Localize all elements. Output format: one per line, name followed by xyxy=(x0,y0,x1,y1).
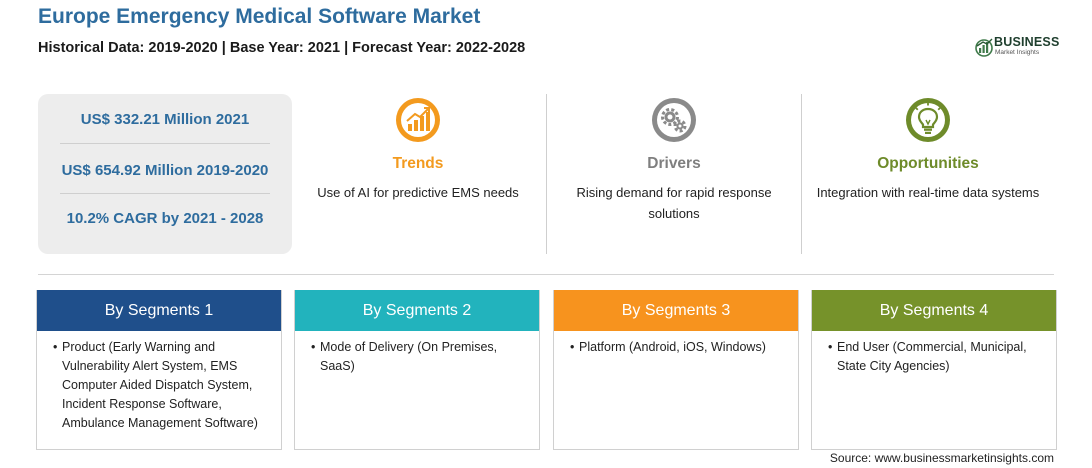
segment-card-1: By Segments 1 Product (Early Warning and… xyxy=(36,290,282,450)
column-divider xyxy=(546,94,547,254)
segment-3-item: Platform (Android, iOS, Windows) xyxy=(570,338,782,357)
segment-2-item: Mode of Delivery (On Premises, SaaS) xyxy=(311,338,523,376)
trend-chart-icon xyxy=(396,98,440,142)
lightbulb-icon xyxy=(906,98,950,142)
market-value-historical: US$ 654.92 Million 2019-2020 xyxy=(61,162,269,179)
divider xyxy=(60,143,270,144)
opportunities-label: Opportunities xyxy=(877,155,979,172)
column-divider xyxy=(801,94,802,254)
logo-tagline: Market Insights xyxy=(995,49,1040,56)
segment-card-4: By Segments 4 End User (Commercial, Muni… xyxy=(811,290,1057,450)
globe-chart-icon xyxy=(975,38,993,57)
section-divider xyxy=(38,274,1054,275)
segment-3-header: By Segments 3 xyxy=(554,290,798,331)
source-note: Source: www.businessmarketinsights.com xyxy=(829,451,1054,465)
drivers-description: Rising demand for rapid response solutio… xyxy=(576,185,772,221)
page-title: Europe Emergency Medical Software Market xyxy=(38,5,481,28)
divider xyxy=(60,193,270,194)
logo-wordmark: BUSINESS xyxy=(994,35,1060,49)
segment-card-2: By Segments 2 Mode of Delivery (On Premi… xyxy=(294,290,540,450)
page-subtitle: Historical Data: 2019-2020 | Base Year: … xyxy=(38,40,526,56)
trends-block: Trends Use of AI for predictive EMS need… xyxy=(298,96,538,203)
segment-4-header: By Segments 4 xyxy=(812,290,1056,331)
drivers-label: Drivers xyxy=(647,155,701,172)
segment-1-header: By Segments 1 xyxy=(37,290,281,331)
drivers-block: Drivers Rising demand for rapid response… xyxy=(554,96,794,224)
gears-icon xyxy=(652,98,696,142)
trends-label: Trends xyxy=(392,155,444,172)
trends-description: Use of AI for predictive EMS needs xyxy=(317,185,519,200)
segment-4-item: End User (Commercial, Municipal, State C… xyxy=(828,338,1040,376)
market-value-2021: US$ 332.21 Million 2021 xyxy=(80,111,250,128)
opportunities-block: Opportunities Integration with real-time… xyxy=(808,96,1048,203)
segment-2-header: By Segments 2 xyxy=(295,290,539,331)
segment-1-item: Product (Early Warning and Vulnerability… xyxy=(53,338,265,433)
market-stats-panel: US$ 332.21 Million 2021 US$ 654.92 Milli… xyxy=(38,94,292,254)
opportunities-description: Integration with real-time data systems xyxy=(816,185,1040,200)
segment-card-3: By Segments 3 Platform (Android, iOS, Wi… xyxy=(553,290,799,450)
cagr-value: 10.2% CAGR by 2021 - 2028 xyxy=(66,210,264,227)
business-market-insights-logo: BUSINESS Market Insights xyxy=(974,35,1064,59)
